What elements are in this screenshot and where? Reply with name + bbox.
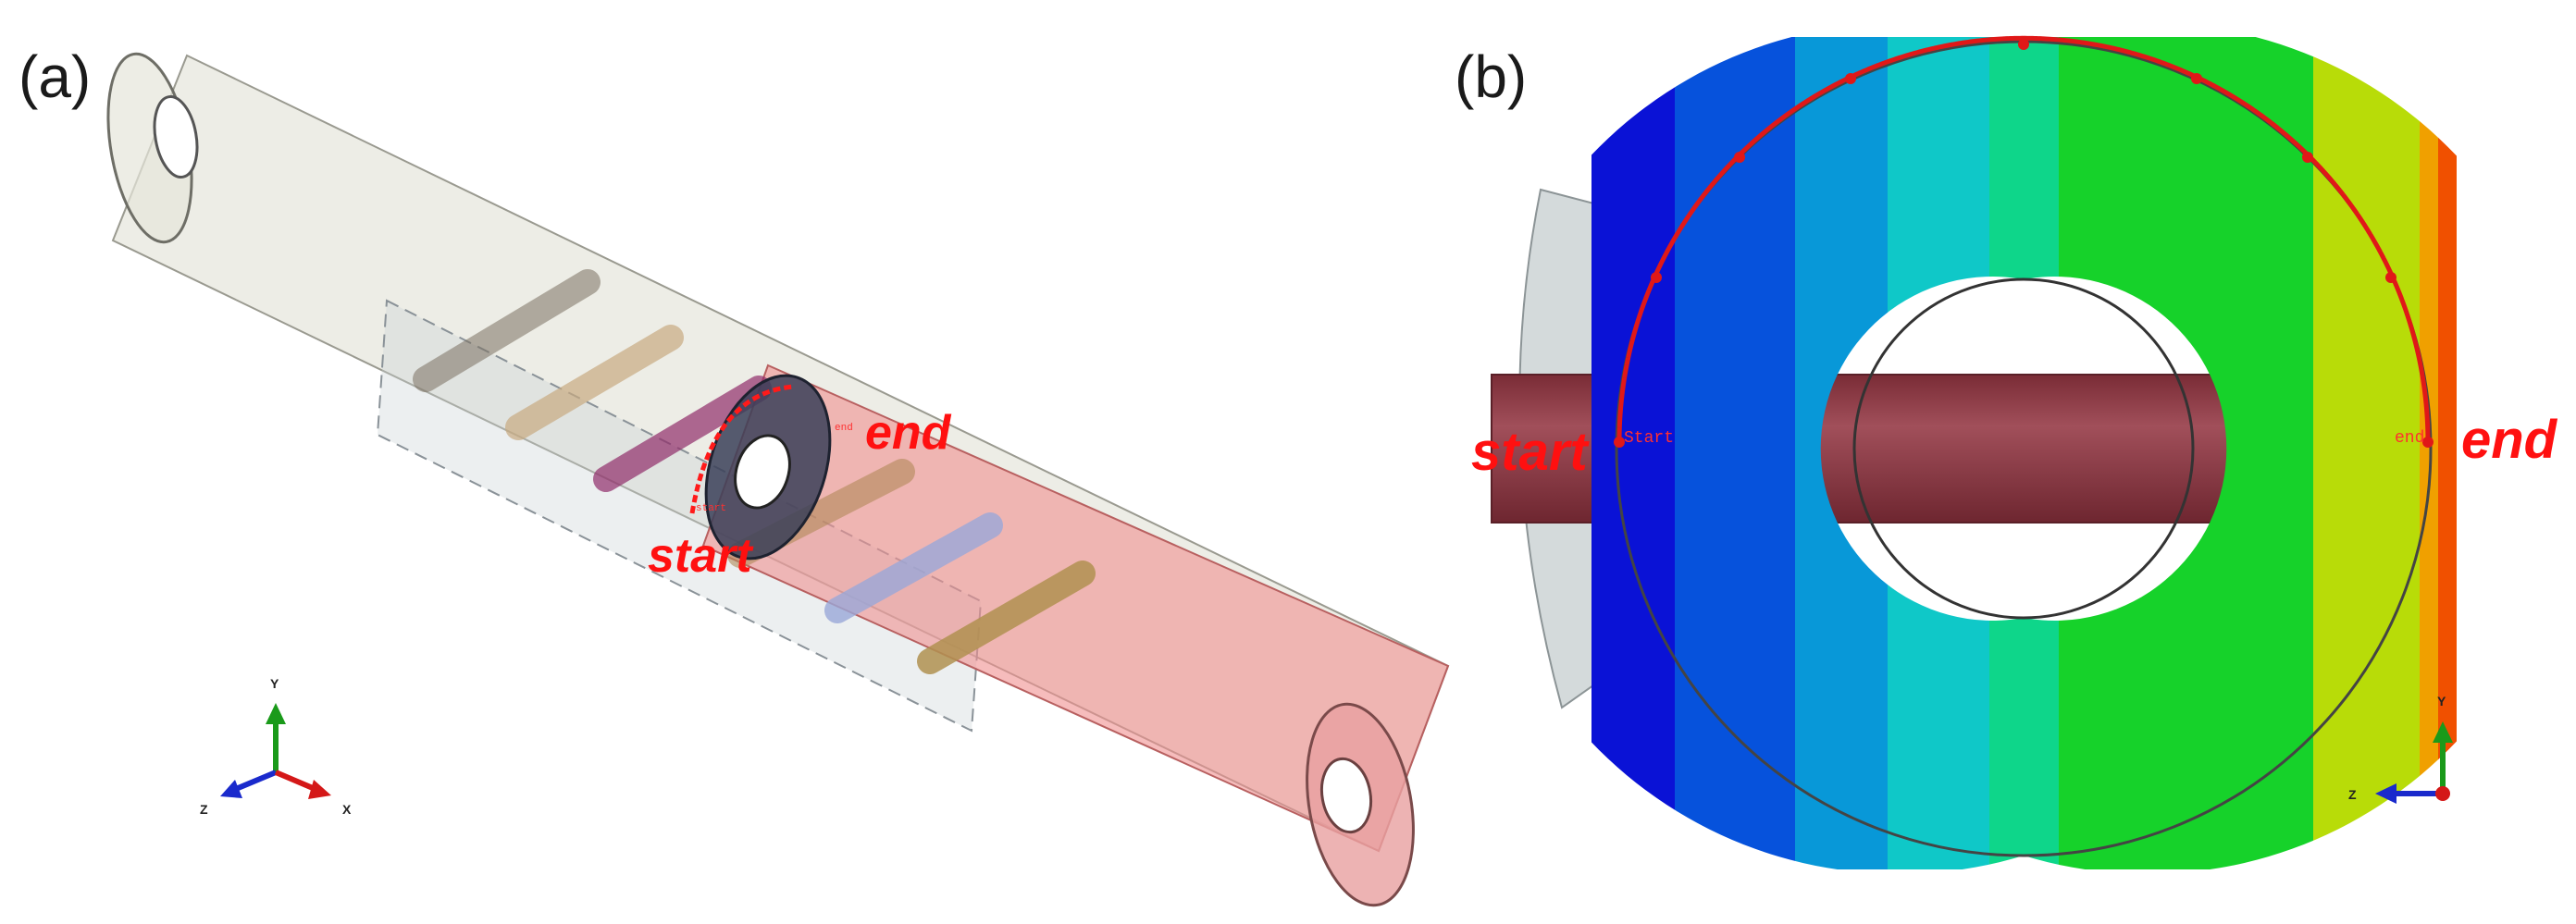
panel-b: (b) xyxy=(1455,35,2558,869)
start-label-b: start xyxy=(1471,422,1590,482)
axis-z-label-a: Z xyxy=(200,802,208,817)
washer-ring xyxy=(689,374,832,561)
start-label-a: start xyxy=(648,529,754,583)
path-nodes xyxy=(1614,39,2434,448)
axis-x-label-a: X xyxy=(342,802,352,817)
end-label-b: end xyxy=(2461,410,2558,470)
small-end-label-a: end xyxy=(835,423,853,434)
end-label-a: end xyxy=(865,406,952,460)
small-end-label-b: end xyxy=(2395,429,2424,448)
contour-annulus xyxy=(1591,37,2457,869)
annulus-inner-edge xyxy=(1852,277,2195,620)
axis-y-label-b: Y xyxy=(2437,694,2446,708)
measurement-path-a xyxy=(689,384,795,514)
small-start-label-b: Start xyxy=(1624,429,1674,448)
axis-triad-a: Y Z X xyxy=(200,676,352,817)
panel-b-label: (b) xyxy=(1455,43,1527,110)
panel-a: (a) xyxy=(19,43,1450,907)
axis-y-label-a: Y xyxy=(270,676,279,691)
axis-z-label-b: Z xyxy=(2348,787,2357,802)
axis-triad-b: Y Z xyxy=(2348,694,2453,804)
small-start-label-a: start xyxy=(696,503,726,514)
panel-a-label: (a) xyxy=(19,43,91,110)
measurement-path-b xyxy=(1616,35,2431,443)
